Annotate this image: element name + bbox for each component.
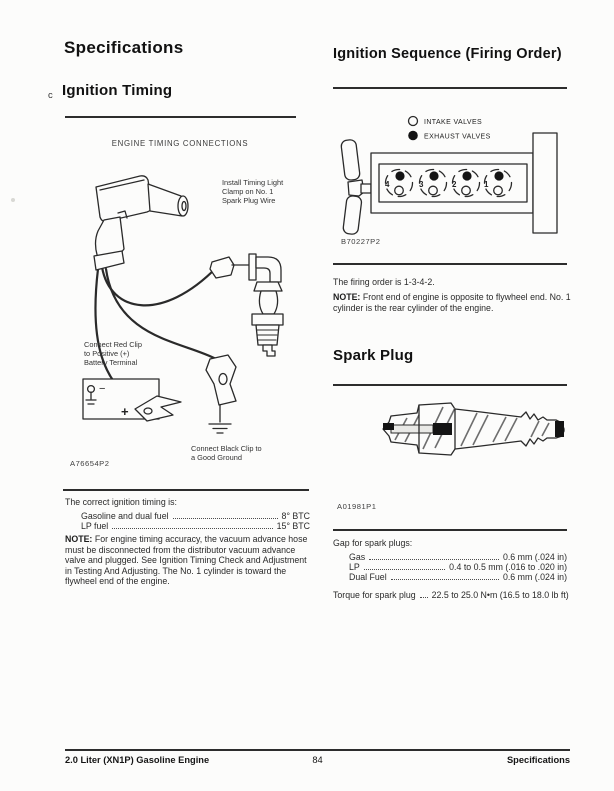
spec-value: 8° BTC: [281, 511, 310, 521]
scan-artifact: [11, 198, 15, 202]
note-text: For engine timing accuracy, the vacuum a…: [65, 534, 308, 587]
cylinder: 3: [418, 168, 448, 198]
cylinder: 1: [483, 168, 513, 198]
dot-leader: [419, 596, 428, 598]
exhaust-valve-icon: [395, 171, 405, 181]
intake-valve-icon: [428, 185, 438, 196]
note-text: Front end of engine is opposite to flywh…: [333, 292, 571, 313]
figure-spark-plug: [335, 392, 575, 492]
cylinder-number: 4: [385, 180, 390, 189]
intake-valve-icon: [461, 185, 471, 196]
battery-plus-symbol: +: [121, 404, 129, 419]
intake-valve-icon: [493, 185, 503, 196]
spec-label: LP: [349, 562, 360, 572]
spec-row: LP fuel 15° BTC: [81, 521, 310, 531]
figure-id: A01981P1: [337, 502, 377, 511]
cylinder: 2: [451, 168, 481, 198]
red-clip-label: Connect Red Clip to Positive (+) Battery…: [84, 340, 142, 367]
gap-spec-table: Gas 0.6 mm (.024 in) LP 0.4 to 0.5 mm (.…: [349, 552, 567, 582]
timing-light-diagram: − +: [82, 175, 284, 434]
flywheel-housing: [532, 132, 558, 234]
cylinder-number: 1: [484, 180, 489, 189]
footer-engine-model: 2.0 Liter (XN1P) Gasoline Engine: [65, 755, 210, 765]
dot-leader: [390, 578, 499, 580]
firing-order-note: NOTE: Front end of engine is opposite to…: [333, 292, 571, 313]
divider: [65, 116, 296, 118]
exhaust-valve-icon: [462, 171, 472, 181]
firing-order-text: The firing order is 1-3-4-2.: [333, 277, 435, 287]
footer-page-number: 84: [312, 755, 323, 765]
spec-row: Dual Fuel 0.6 mm (.024 in): [349, 572, 567, 582]
heading-ignition-timing: Ignition Timing: [62, 82, 173, 99]
figure-id: A76654P2: [70, 459, 110, 468]
spec-value: 0.6 mm (.024 in): [502, 552, 567, 562]
timing-spec-intro: The correct ignition timing is:: [65, 497, 177, 507]
spec-label: Gasoline and dual fuel: [81, 511, 169, 521]
note-label: NOTE:: [65, 534, 93, 544]
fan-blade: [342, 195, 363, 235]
black-clip-label: Connect Black Clip to a Good Ground: [191, 444, 262, 462]
spec-row: Gasoline and dual fuel 8° BTC: [81, 511, 310, 521]
cylinder-number: 3: [419, 180, 424, 189]
spec-value: 15° BTC: [276, 521, 310, 531]
figure-id: B70227P2: [341, 237, 381, 246]
dot-leader: [363, 568, 446, 570]
divider: [63, 489, 309, 491]
dot-leader: [369, 558, 499, 560]
engine-valve-diagram: INTAKE VALVES EXHAUST VALVES 4: [340, 115, 558, 235]
spec-value: 22.5 to 25.0 N•m (16.5 to 18.0 lb ft): [431, 590, 569, 600]
figure-caption: ENGINE TIMING CONNECTIONS: [111, 139, 249, 148]
spec-label: Gas: [349, 552, 366, 562]
cylinder: 4: [384, 168, 414, 198]
cylinder-number: 2: [452, 180, 457, 189]
figure-timing-connections: − + Install Timing Light Clamp on No. 1 …: [60, 153, 320, 487]
note-label: NOTE:: [333, 292, 361, 302]
exhaust-valve-icon: [429, 171, 439, 181]
page-title: Specifications: [64, 38, 184, 57]
heading-ignition-sequence: Ignition Sequence (Firing Order): [333, 46, 562, 62]
dot-leader: [172, 517, 278, 519]
gap-spec-intro: Gap for spark plugs:: [333, 538, 413, 548]
footer-divider: [65, 749, 570, 751]
footer: 2.0 Liter (XN1P) Gasoline Engine 84 Spec…: [65, 755, 570, 765]
divider: [333, 263, 567, 265]
spec-label: Dual Fuel: [349, 572, 387, 582]
fan-blade: [340, 139, 361, 181]
spec-value: 0.4 to 0.5 mm (.016 to .020 in): [449, 562, 567, 572]
section-letter: c: [48, 90, 53, 101]
divider: [333, 384, 567, 386]
fan-hub: [347, 179, 365, 197]
battery-minus-symbol: −: [99, 383, 105, 395]
legend-intake-label: INTAKE VALVES: [424, 119, 482, 126]
torque-spec-row: Torque for spark plug 22.5 to 25.0 N•m (…: [333, 590, 569, 600]
divider: [333, 529, 567, 531]
spec-row: LP 0.4 to 0.5 mm (.016 to .020 in): [349, 562, 567, 572]
legend-exhaust-label: EXHAUST VALVES: [424, 134, 491, 141]
spec-value: 0.6 mm (.024 in): [502, 572, 567, 582]
timing-spec-table: Gasoline and dual fuel 8° BTC LP fuel 15…: [81, 511, 310, 531]
spec-row: Gas 0.6 mm (.024 in): [349, 552, 567, 562]
dot-leader: [112, 527, 273, 529]
spec-label: Torque for spark plug: [333, 590, 416, 600]
timing-note: NOTE: For engine timing accuracy, the va…: [65, 534, 315, 587]
divider: [333, 87, 567, 89]
exhaust-valve-icon: [494, 171, 504, 181]
exhaust-valve-icon: [408, 130, 418, 141]
figure-firing-order: INTAKE VALVES EXHAUST VALVES 4: [335, 106, 575, 236]
heading-spark-plug: Spark Plug: [333, 347, 414, 364]
spec-label: LP fuel: [81, 521, 109, 531]
intake-valve-icon: [394, 185, 404, 196]
install-timing-light-label: Install Timing Light Clamp on No. 1 Spar…: [222, 178, 284, 205]
spark-plug-cross-section: [382, 402, 565, 456]
footer-section: Specifications: [506, 755, 570, 765]
fan-shaft: [360, 183, 372, 194]
intake-valve-icon: [407, 115, 419, 127]
